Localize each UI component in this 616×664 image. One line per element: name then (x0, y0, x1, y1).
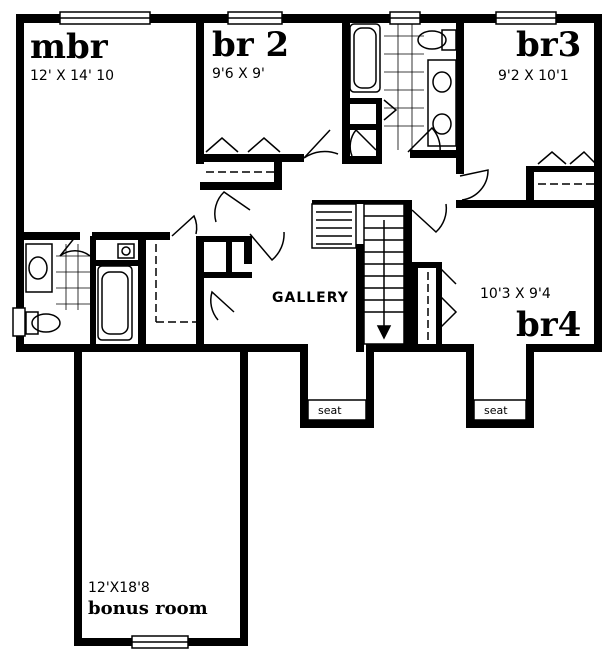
br2-size: 9'6 X 9' (212, 66, 265, 82)
interior-walls (16, 14, 602, 352)
staircase (311, 203, 405, 345)
seat-bay-right (466, 344, 534, 428)
br3-label: br3 (516, 25, 581, 65)
windows (12, 11, 557, 649)
bath-fixtures-upper (349, 23, 457, 150)
bonus-size: 12'X18'8 (88, 580, 150, 596)
br4-label: br4 (516, 305, 581, 345)
br4-size: 10'3 X 9'4 (480, 286, 551, 302)
bonus-label: bonus room (88, 598, 208, 619)
mbr-label: mbr (30, 27, 109, 67)
seat-right-label: seat (484, 404, 508, 417)
seat-left-label: seat (318, 404, 342, 417)
closets (155, 99, 597, 340)
seat-bay-left (300, 344, 374, 428)
mbr-size: 12' X 14' 10 (30, 68, 114, 84)
door-swings (59, 126, 489, 329)
br2-label: br 2 (212, 25, 289, 65)
gallery-label: GALLERY (272, 290, 349, 306)
br3-size: 9'2 X 10'1 (498, 68, 569, 84)
bath-fixtures-lower (25, 243, 135, 341)
